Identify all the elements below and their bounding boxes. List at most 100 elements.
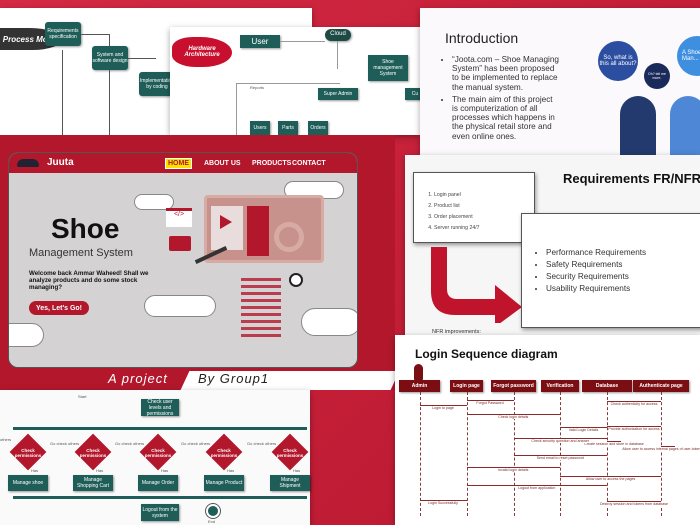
brand-name: Juuta — [47, 157, 74, 168]
go-check-others-label: Go check others — [181, 441, 211, 446]
person-illustration — [670, 96, 700, 156]
message-arrow — [513, 438, 607, 439]
message-arrow — [466, 485, 607, 486]
hardware-architecture-slide: Hardware Architecture User Cloud Shoe ma… — [170, 27, 420, 135]
cloud-node: Cloud — [325, 29, 351, 41]
connector — [62, 50, 63, 138]
flow-box: Requirements specification — [45, 22, 81, 46]
bubble-text: So, what is this all about? — [599, 55, 637, 67]
fr-item: Order placement — [434, 212, 480, 223]
actor-header: Database — [582, 380, 632, 392]
connector — [236, 83, 237, 135]
start-label: Start — [78, 394, 87, 399]
message-arrow — [607, 501, 661, 502]
welcome-text: Welcome back Ammar Waheed! Shall we anal… — [29, 270, 149, 292]
hardware-title-text: Hardware Architecture — [184, 46, 220, 58]
message-label: Send email to reset password — [536, 456, 584, 460]
child-node: Users — [250, 121, 270, 135]
go-check-others-label: Go check others — [50, 441, 80, 446]
message-label: Login to page — [432, 406, 454, 410]
nfr-list: Performance Requirements Safety Requirem… — [546, 247, 646, 295]
child-node: Orders — [308, 121, 328, 135]
connector — [128, 58, 156, 59]
lifeline — [513, 392, 515, 516]
list-lines — [241, 278, 281, 338]
message-label: Allow user to access internal pages of u… — [622, 447, 700, 451]
nav-about[interactable]: ABOUT US — [204, 160, 241, 167]
connector — [109, 70, 110, 138]
admin-actor-icon — [414, 364, 423, 380]
message-label: Destroy session and tokens from database — [599, 502, 669, 506]
message-label: Provide authorization for access — [608, 427, 660, 431]
end-node — [206, 504, 220, 518]
shoe-logo-icon — [17, 159, 39, 167]
upload-panel — [247, 206, 269, 256]
caption-left: A project — [108, 371, 168, 386]
play-icon — [220, 215, 232, 229]
sequence-title: Login Sequence diagram — [415, 347, 558, 361]
manage-box: Manage Order — [138, 475, 178, 491]
introduction-slide: Introduction “Joota.com – Shoe Managing … — [420, 8, 700, 156]
folder-icon — [169, 236, 191, 251]
others-label: others — [0, 437, 12, 442]
cloud-decoration — [144, 295, 216, 317]
nav-home[interactable]: HOME — [165, 158, 192, 169]
diamond-label: Check permissions — [210, 448, 238, 459]
speech-bubble: A Shoe Man... me... — [677, 36, 700, 76]
manage-box: Manage Product — [204, 475, 244, 491]
customer-node: Cu — [405, 88, 420, 100]
message-arrow — [419, 500, 467, 501]
lifeline — [661, 392, 662, 516]
actor-header: Login page — [450, 380, 483, 392]
message-label: Create session and store in database — [584, 442, 644, 446]
diamond-label: Check permissions — [144, 448, 172, 459]
message-label: Allow user to access the pages — [585, 477, 636, 481]
nav-contact[interactable]: CONTACT — [292, 160, 326, 167]
reports-label: Reports — [250, 85, 265, 90]
nav-products[interactable]: PRODUCTS — [252, 160, 292, 167]
message-label: Check security question and answer — [531, 439, 590, 443]
lets-go-button[interactable]: Yes, Let's Go! — [29, 301, 89, 315]
app-subtitle: Management System — [29, 247, 133, 259]
intro-title: Introduction — [445, 30, 519, 46]
message-arrow — [466, 467, 560, 468]
requirements-slide: Requirements FR/NFR Login panel Product … — [405, 155, 700, 337]
lifeline — [560, 392, 561, 516]
message-arrow — [419, 405, 467, 406]
go-check-others-label: Go check others — [115, 441, 145, 446]
child-node: Parts — [278, 121, 298, 135]
has-label: Has — [96, 468, 104, 473]
has-label: Has — [161, 468, 169, 473]
connector — [109, 34, 110, 46]
manage-box: Manage Shopping Cart — [73, 475, 113, 491]
message-label: Logout from application — [518, 486, 556, 490]
message-arrow — [661, 446, 675, 447]
message-label: Forgot Password — [476, 401, 504, 405]
end-label: End — [208, 519, 216, 524]
message-arrow — [466, 400, 514, 401]
code-window-icon: </> — [166, 208, 192, 227]
manage-box: Manage shoe — [8, 475, 48, 491]
cloud-decoration — [9, 323, 44, 347]
lifeline — [466, 392, 468, 516]
code-icon-text: </> — [173, 211, 185, 218]
flow-box: System and software design — [92, 46, 128, 70]
has-label: Has — [31, 468, 39, 473]
lifeline — [607, 392, 608, 516]
message-arrow — [560, 427, 607, 428]
bottom-bar — [13, 496, 307, 499]
super-admin-node: Super Admin — [318, 88, 358, 100]
app-header: Juuta HOME ABOUT US PRODUCTS CONTACT — [9, 153, 357, 173]
lifeline — [419, 392, 421, 516]
app-window: Juuta HOME ABOUT US PRODUCTS CONTACT Sho… — [8, 152, 358, 368]
speech-bubble: So, what is this all about? — [598, 41, 638, 81]
actor-header: Authenticate page — [633, 380, 689, 392]
connector — [236, 83, 340, 84]
message-label: Login Successfully — [428, 501, 458, 505]
actor-header: Admin — [399, 380, 440, 392]
message-arrow — [607, 401, 661, 402]
fr-item: Login panel — [434, 190, 480, 201]
nfr-item: Security Requirements — [546, 271, 646, 283]
message-label: Valid Login Details — [568, 428, 599, 432]
bubble-text: A Shoe Man... me... — [682, 50, 700, 62]
